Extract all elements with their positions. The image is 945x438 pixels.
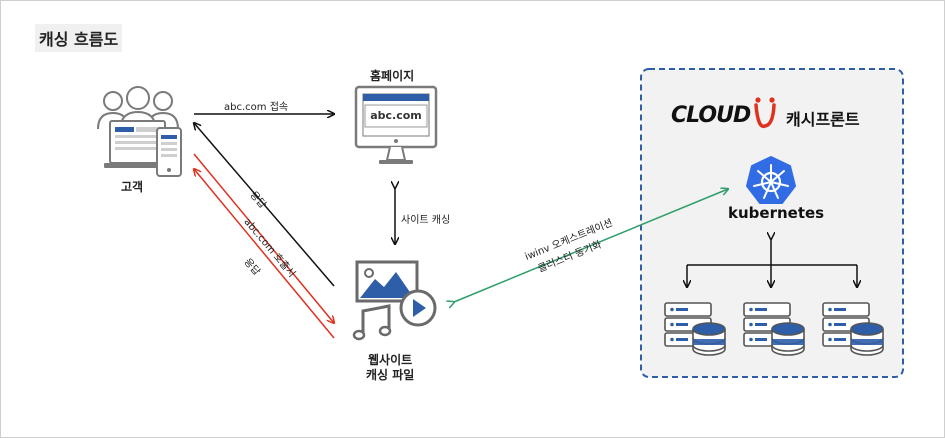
diagram-title: 캐싱 흐름도 [35, 24, 123, 52]
edge-sync [454, 189, 728, 302]
edge-response2 [194, 169, 335, 339]
kubernetes-label: kubernetes [728, 204, 825, 222]
kubernetes-icon [746, 156, 796, 204]
edge-label-access: abc.com 접속 [224, 102, 289, 113]
cluster-tree [687, 239, 857, 287]
edge-label-site-cache: 사이트 캐싱 [401, 215, 451, 226]
edge-response1 [194, 123, 335, 287]
homepage-label: 홈페이지 [370, 69, 415, 83]
website-cache-label-line1: 웹사이트 [368, 353, 413, 367]
cloud-logo-icon [754, 97, 776, 129]
cloud-frontend-label: 캐시프론트 [786, 110, 860, 129]
website-cache-icon [352, 260, 437, 341]
cloud-brand-text: CLOUD [671, 103, 751, 128]
homepage-monitor-icon [354, 85, 438, 164]
homepage-screen-text: abc.com [370, 109, 422, 122]
customer-label: 고객 [121, 180, 144, 194]
website-cache-label-line2: 캐싱 파일 [366, 368, 415, 382]
edge-call [193, 153, 334, 323]
customer-icon [97, 86, 182, 177]
